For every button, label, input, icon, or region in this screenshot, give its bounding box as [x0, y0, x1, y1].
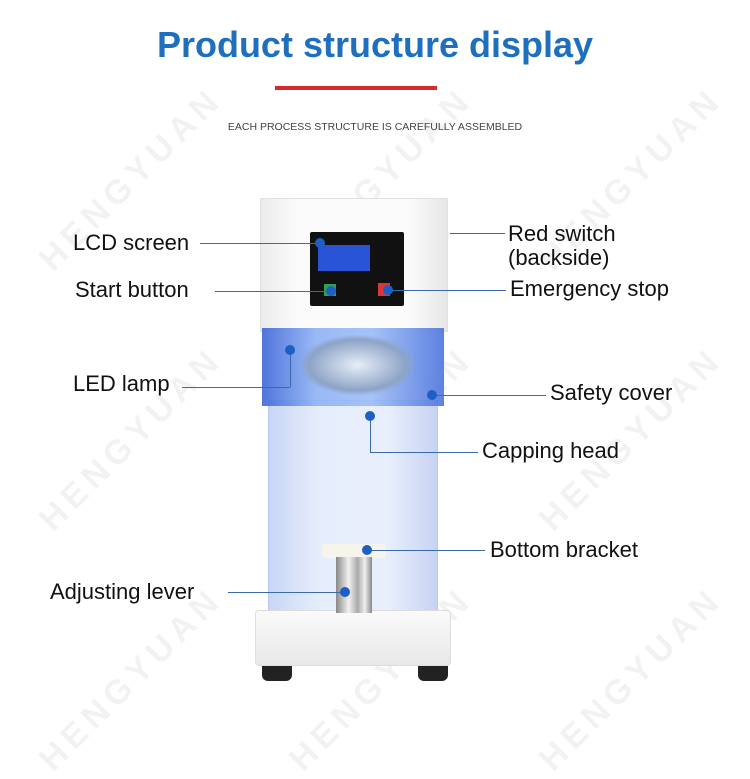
- label-led-lamp: LED lamp: [73, 371, 170, 396]
- lever-cylinder: [336, 557, 372, 613]
- title-underline: [275, 86, 437, 90]
- emergency-stop-marker: [383, 285, 393, 295]
- led-lamp-marker: [285, 345, 295, 355]
- label-capping-head: Capping head: [482, 438, 620, 463]
- leader-line: [370, 416, 371, 452]
- leader-line: [370, 452, 478, 453]
- label-start-button: Start button: [75, 277, 189, 302]
- bracket-disc: [322, 544, 386, 558]
- page-title: Product structure display: [156, 24, 594, 65]
- leader-line: [200, 243, 320, 244]
- leader-line: [182, 387, 290, 388]
- adjusting-lever-marker: [340, 587, 350, 597]
- capping-head-marker: [365, 411, 375, 421]
- safety-cover-marker: [427, 390, 437, 400]
- label-emergency-stop: Emergency stop: [510, 276, 669, 301]
- leader-line: [228, 592, 345, 593]
- bottom-bracket-marker: [362, 545, 372, 555]
- start-button-marker: [326, 286, 336, 296]
- label-red-switch: Red switch: [508, 221, 616, 246]
- leader-line: [450, 233, 505, 234]
- leader-line: [367, 550, 485, 551]
- label-lcd-screen: LCD screen: [73, 230, 190, 255]
- machine-base: [255, 610, 451, 666]
- leader-line: [215, 291, 331, 292]
- leader-line: [388, 290, 506, 291]
- label-safety-cover: Safety cover: [550, 380, 673, 405]
- lcd-screen-marker: [315, 238, 325, 248]
- subtitle: EACH PROCESS STRUCTURE IS CAREFULLY ASSE…: [227, 121, 523, 133]
- lcd-display: [318, 245, 370, 271]
- label-bottom-bracket: Bottom bracket: [490, 537, 638, 562]
- label-adjusting-lever: Adjusting lever: [50, 579, 195, 604]
- leader-line: [290, 350, 291, 387]
- label-red-switch-backside: (backside): [508, 245, 610, 270]
- leader-line: [432, 395, 546, 396]
- capping-head-graphic: [300, 335, 415, 395]
